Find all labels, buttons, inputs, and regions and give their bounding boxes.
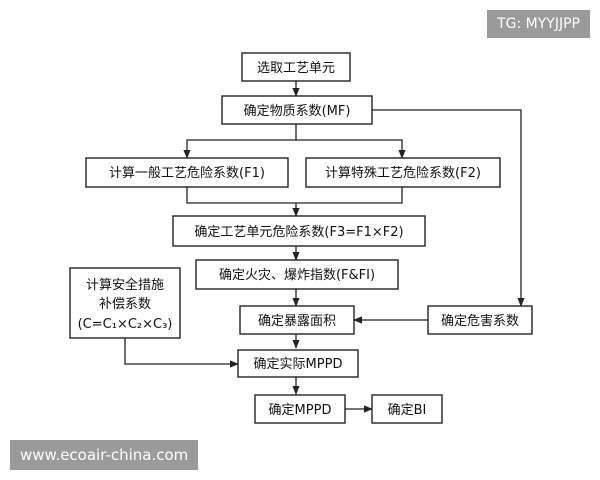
arrow-credit-to-actual: [124, 338, 239, 368]
watermark-top-right: TG: MYYJJPP: [487, 10, 590, 38]
node-damage-factor: 确定危害系数: [427, 305, 533, 335]
node-special-hazard-label: 计算特殊工艺危险系数(F2): [325, 166, 481, 181]
node-exposure-area-label: 确定暴露面积: [258, 314, 336, 329]
node-exposure-area: 确定暴露面积: [239, 305, 355, 335]
node-general-hazard-label: 计算一般工艺危险系数(F1): [109, 165, 265, 181]
node-material-factor: 确定物质系数(MF): [221, 95, 373, 125]
node-safety-credit-line1: 计算安全措施: [86, 277, 164, 293]
node-safety-credit-line2: 补偿系数: [99, 297, 151, 312]
watermark-bottom-left: www.ecoair-china.com: [10, 440, 199, 470]
arrow-mf-to-f1: [183, 124, 297, 159]
node-material-factor-label: 确定物质系数(MF): [244, 104, 351, 119]
node-mppd-label: 确定MPPD: [269, 403, 332, 418]
node-select-unit: 选取工艺单元: [241, 52, 351, 82]
node-bi: 确定BI: [371, 394, 443, 424]
node-select-unit-label: 选取工艺单元: [257, 61, 335, 76]
node-special-hazard: 计算特殊工艺危险系数(F2): [305, 157, 501, 188]
node-safety-credit-line3: (C=C₁×C₂×C₃): [78, 317, 173, 332]
node-actual-mppd: 确定实际MPPD: [237, 349, 359, 378]
node-bi-label: 确定BI: [388, 403, 427, 418]
node-damage-factor-label: 确定危害系数: [441, 313, 519, 329]
node-fire-explosion-index: 确定火灾、爆炸指数(F&FI): [195, 259, 399, 290]
node-safety-credit: 计算安全措施 补偿系数 (C=C₁×C₂×C₃): [69, 267, 181, 339]
arrow-mf-to-damage: [372, 109, 525, 307]
node-fire-explosion-index-label: 确定火灾、爆炸指数(F&FI): [219, 267, 375, 283]
node-mppd: 确定MPPD: [254, 394, 346, 424]
node-actual-mppd-label: 确定实际MPPD: [254, 357, 343, 372]
node-general-hazard: 计算一般工艺危险系数(F1): [85, 157, 289, 188]
node-unit-hazard-label: 确定工艺单元危险系数(F3=F1×F2): [194, 225, 403, 240]
connectors: [124, 81, 525, 413]
arrow-mf-to-f2: [296, 139, 406, 159]
arrow-f1-f2-to-f3: [186, 187, 403, 216]
node-unit-hazard: 确定工艺单元危险系数(F3=F1×F2): [172, 215, 426, 247]
